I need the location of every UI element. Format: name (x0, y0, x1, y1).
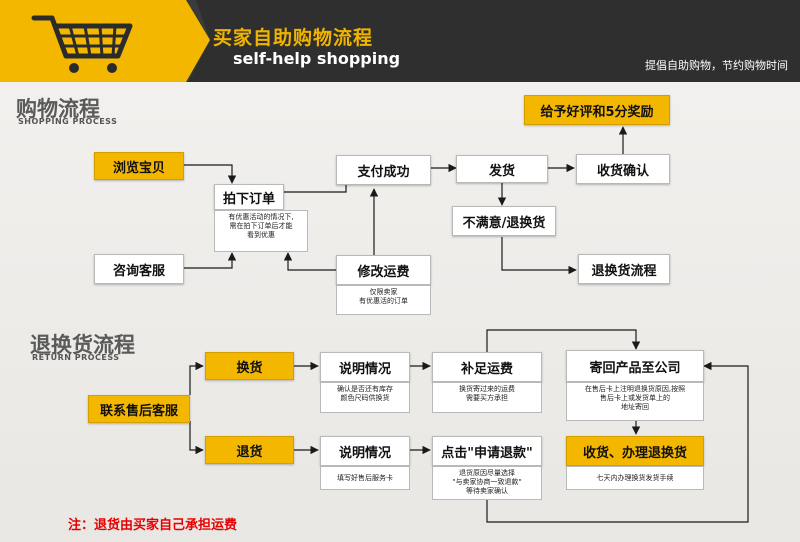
explain-situation-exchange-box: 说明情况 (320, 352, 410, 382)
unsatisfied-return-box: 不满意/退换货 (452, 206, 556, 236)
ship-goods-box: 发货 (456, 155, 548, 183)
refund-box: 退货 (205, 436, 294, 464)
return-section-subtitle: RETURN PROCESS (32, 353, 120, 362)
header-bar: 买家自助购物流程 self-help shopping 提倡自助购物，节约购物时… (0, 0, 800, 82)
modify-shipping-box: 修改运费 (336, 255, 431, 285)
return-process-box: 退换货流程 (578, 254, 670, 284)
explain-situation-refund-note: 填写好售后服务卡 (320, 466, 410, 490)
apply-refund-box: 点击"申请退款" (432, 436, 542, 466)
contact-aftersales-box: 联系售后客服 (88, 395, 190, 423)
apply-refund-note: 退货原因尽量选择 "与卖家协商一致退款" 等待卖家确认 (432, 466, 542, 500)
shopping-cart-icon (31, 15, 133, 73)
shopping-section-title: 购物流程 (16, 97, 100, 121)
place-order-box: 拍下订单 (214, 184, 284, 210)
send-back-note: 在售后卡上注明退换货原因,按照 售后卡上或发货单上的 地址寄回 (566, 382, 704, 421)
page-subtitle: self-help shopping (233, 49, 401, 68)
explain-situation-refund-box: 说明情况 (320, 436, 410, 466)
modify-shipping-note: 仅限卖家 有优惠活的订单 (336, 285, 431, 315)
reward-review-box: 给予好评和5分奖励 (524, 95, 670, 125)
pay-extra-shipping-note: 换货寄过来的运费 需要买方承担 (432, 382, 542, 413)
shopping-section-subtitle: SHOPPING PROCESS (18, 117, 118, 126)
return-section-title: 退换货流程 (30, 333, 135, 357)
slogan-text: 提倡自助购物，节约购物时间 (645, 59, 788, 72)
page-title: 买家自助购物流程 (213, 27, 374, 49)
pay-extra-shipping-box: 补足运费 (432, 352, 542, 382)
explain-situation-exchange-note: 确认是否还有库存 颜色尺码供换货 (320, 382, 410, 413)
consult-service-box: 咨询客服 (94, 254, 184, 284)
place-order-note: 有优惠活动的情况下, 需在拍下订单后才能 看到优惠 (214, 210, 308, 252)
exchange-box: 换货 (205, 352, 294, 380)
send-back-box: 寄回产品至公司 (566, 350, 704, 382)
browse-items-box: 浏览宝贝 (94, 152, 184, 180)
payment-success-box: 支付成功 (336, 155, 431, 185)
receive-process-box: 收货、办理退换货 (566, 436, 704, 466)
confirm-receipt-box: 收货确认 (576, 154, 670, 184)
receive-process-note: 七天内办理换货发货手续 (566, 466, 704, 490)
return-shipping-footnote: 注：退货由买家自己承担运费 (68, 518, 238, 533)
